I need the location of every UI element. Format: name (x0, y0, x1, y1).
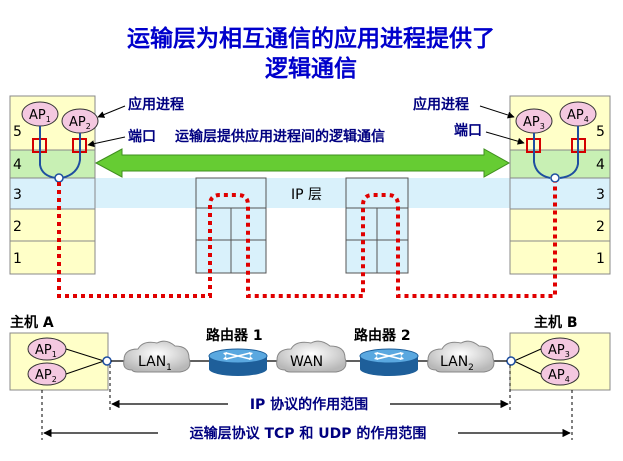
host-a-box: AP1 AP2 (9, 332, 112, 391)
ip-layer-band (95, 178, 510, 208)
left-layer-1 (9, 240, 96, 275)
pointer-arrow (479, 105, 515, 119)
port-label-left: 端口 (128, 128, 156, 145)
host-b-ap-label: AP3 (548, 343, 570, 359)
host-b-port-icon (506, 356, 516, 366)
right-layer-1 (509, 240, 611, 275)
multiplex-point-icon (54, 173, 64, 183)
right-layer-num: 5 (596, 124, 605, 140)
right-layer-4 (509, 149, 611, 179)
pointer-arrow (87, 136, 126, 148)
host-a-ap-label: AP1 (35, 343, 57, 359)
left-layer-4 (9, 149, 96, 179)
title-line-2: 逻辑通信 (265, 55, 357, 82)
data-path (57, 182, 557, 298)
right-layer-num: 4 (596, 157, 605, 173)
multiplex-point-icon (550, 173, 560, 183)
lan2-label: LAN2 (440, 354, 474, 373)
router-1-ip-box (195, 177, 267, 274)
transport-scope-label: 运输层协议 TCP 和 UDP 的作用范围 (190, 425, 427, 442)
left-protocol-stack: 5 4 3 2 1 AP1 AP2 (9, 95, 99, 275)
ap4-label: AP4 (567, 108, 589, 124)
left-layer-num: 4 (13, 157, 22, 173)
lan2-cloud-icon (427, 340, 495, 373)
router-2-icon (359, 348, 419, 376)
left-layer-num: 3 (13, 187, 22, 203)
router-1-icon (208, 348, 268, 376)
port-label-right: 端口 (454, 122, 482, 139)
ap3-label: AP3 (523, 115, 545, 131)
host-a-port-icon (102, 356, 112, 366)
left-layer-num: 5 (13, 124, 22, 140)
host-b-ap-label: AP4 (548, 368, 570, 384)
wan-label: WAN (290, 354, 323, 370)
right-layer-3 (509, 177, 611, 210)
router-2-label: 路由器 2 (354, 327, 411, 344)
left-layer-num: 1 (13, 251, 22, 267)
pointer-arrow (97, 105, 126, 118)
right-layer-num: 1 (596, 251, 605, 267)
ap4-link (559, 126, 579, 179)
host-a-ap-label: AP2 (35, 368, 57, 384)
logical-comm-label: 运输层提供应用进程间的逻辑通信 (175, 128, 385, 145)
ip-layer-label: IP 层 (291, 187, 322, 203)
ap1-label: AP1 (29, 108, 51, 124)
title-line-1: 运输层为相互通信的应用进程提供了 (127, 25, 495, 52)
right-layer-num: 3 (596, 187, 605, 203)
pointer-arrow (485, 131, 525, 145)
right-layer-num: 2 (596, 219, 605, 235)
ap2-link (61, 133, 81, 179)
right-protocol-stack: 5 4 3 2 1 AP3 AP4 (509, 95, 611, 275)
app-process-label-left: 应用进程 (128, 96, 184, 113)
wan-cloud-icon (276, 340, 347, 373)
left-layer-2 (9, 208, 96, 242)
ap2-label: AP2 (69, 115, 91, 131)
router-1-label: 路由器 1 (206, 327, 263, 344)
right-layer-2 (509, 208, 611, 242)
host-b-label: 主机 B (534, 314, 578, 331)
ap1-link (39, 126, 57, 179)
host-a-label: 主机 A (10, 314, 54, 331)
ip-scope-label: IP 协议的作用范围 (250, 396, 368, 413)
lan1-cloud-icon (123, 340, 191, 373)
ap3-link (533, 133, 551, 179)
left-layer-num: 2 (13, 219, 22, 235)
host-b-box: AP3 AP4 (506, 332, 611, 391)
app-process-label-right: 应用进程 (413, 96, 469, 113)
lan1-label: LAN1 (138, 354, 172, 373)
logical-comm-arrow (94, 148, 511, 178)
left-layer-3 (9, 177, 96, 210)
